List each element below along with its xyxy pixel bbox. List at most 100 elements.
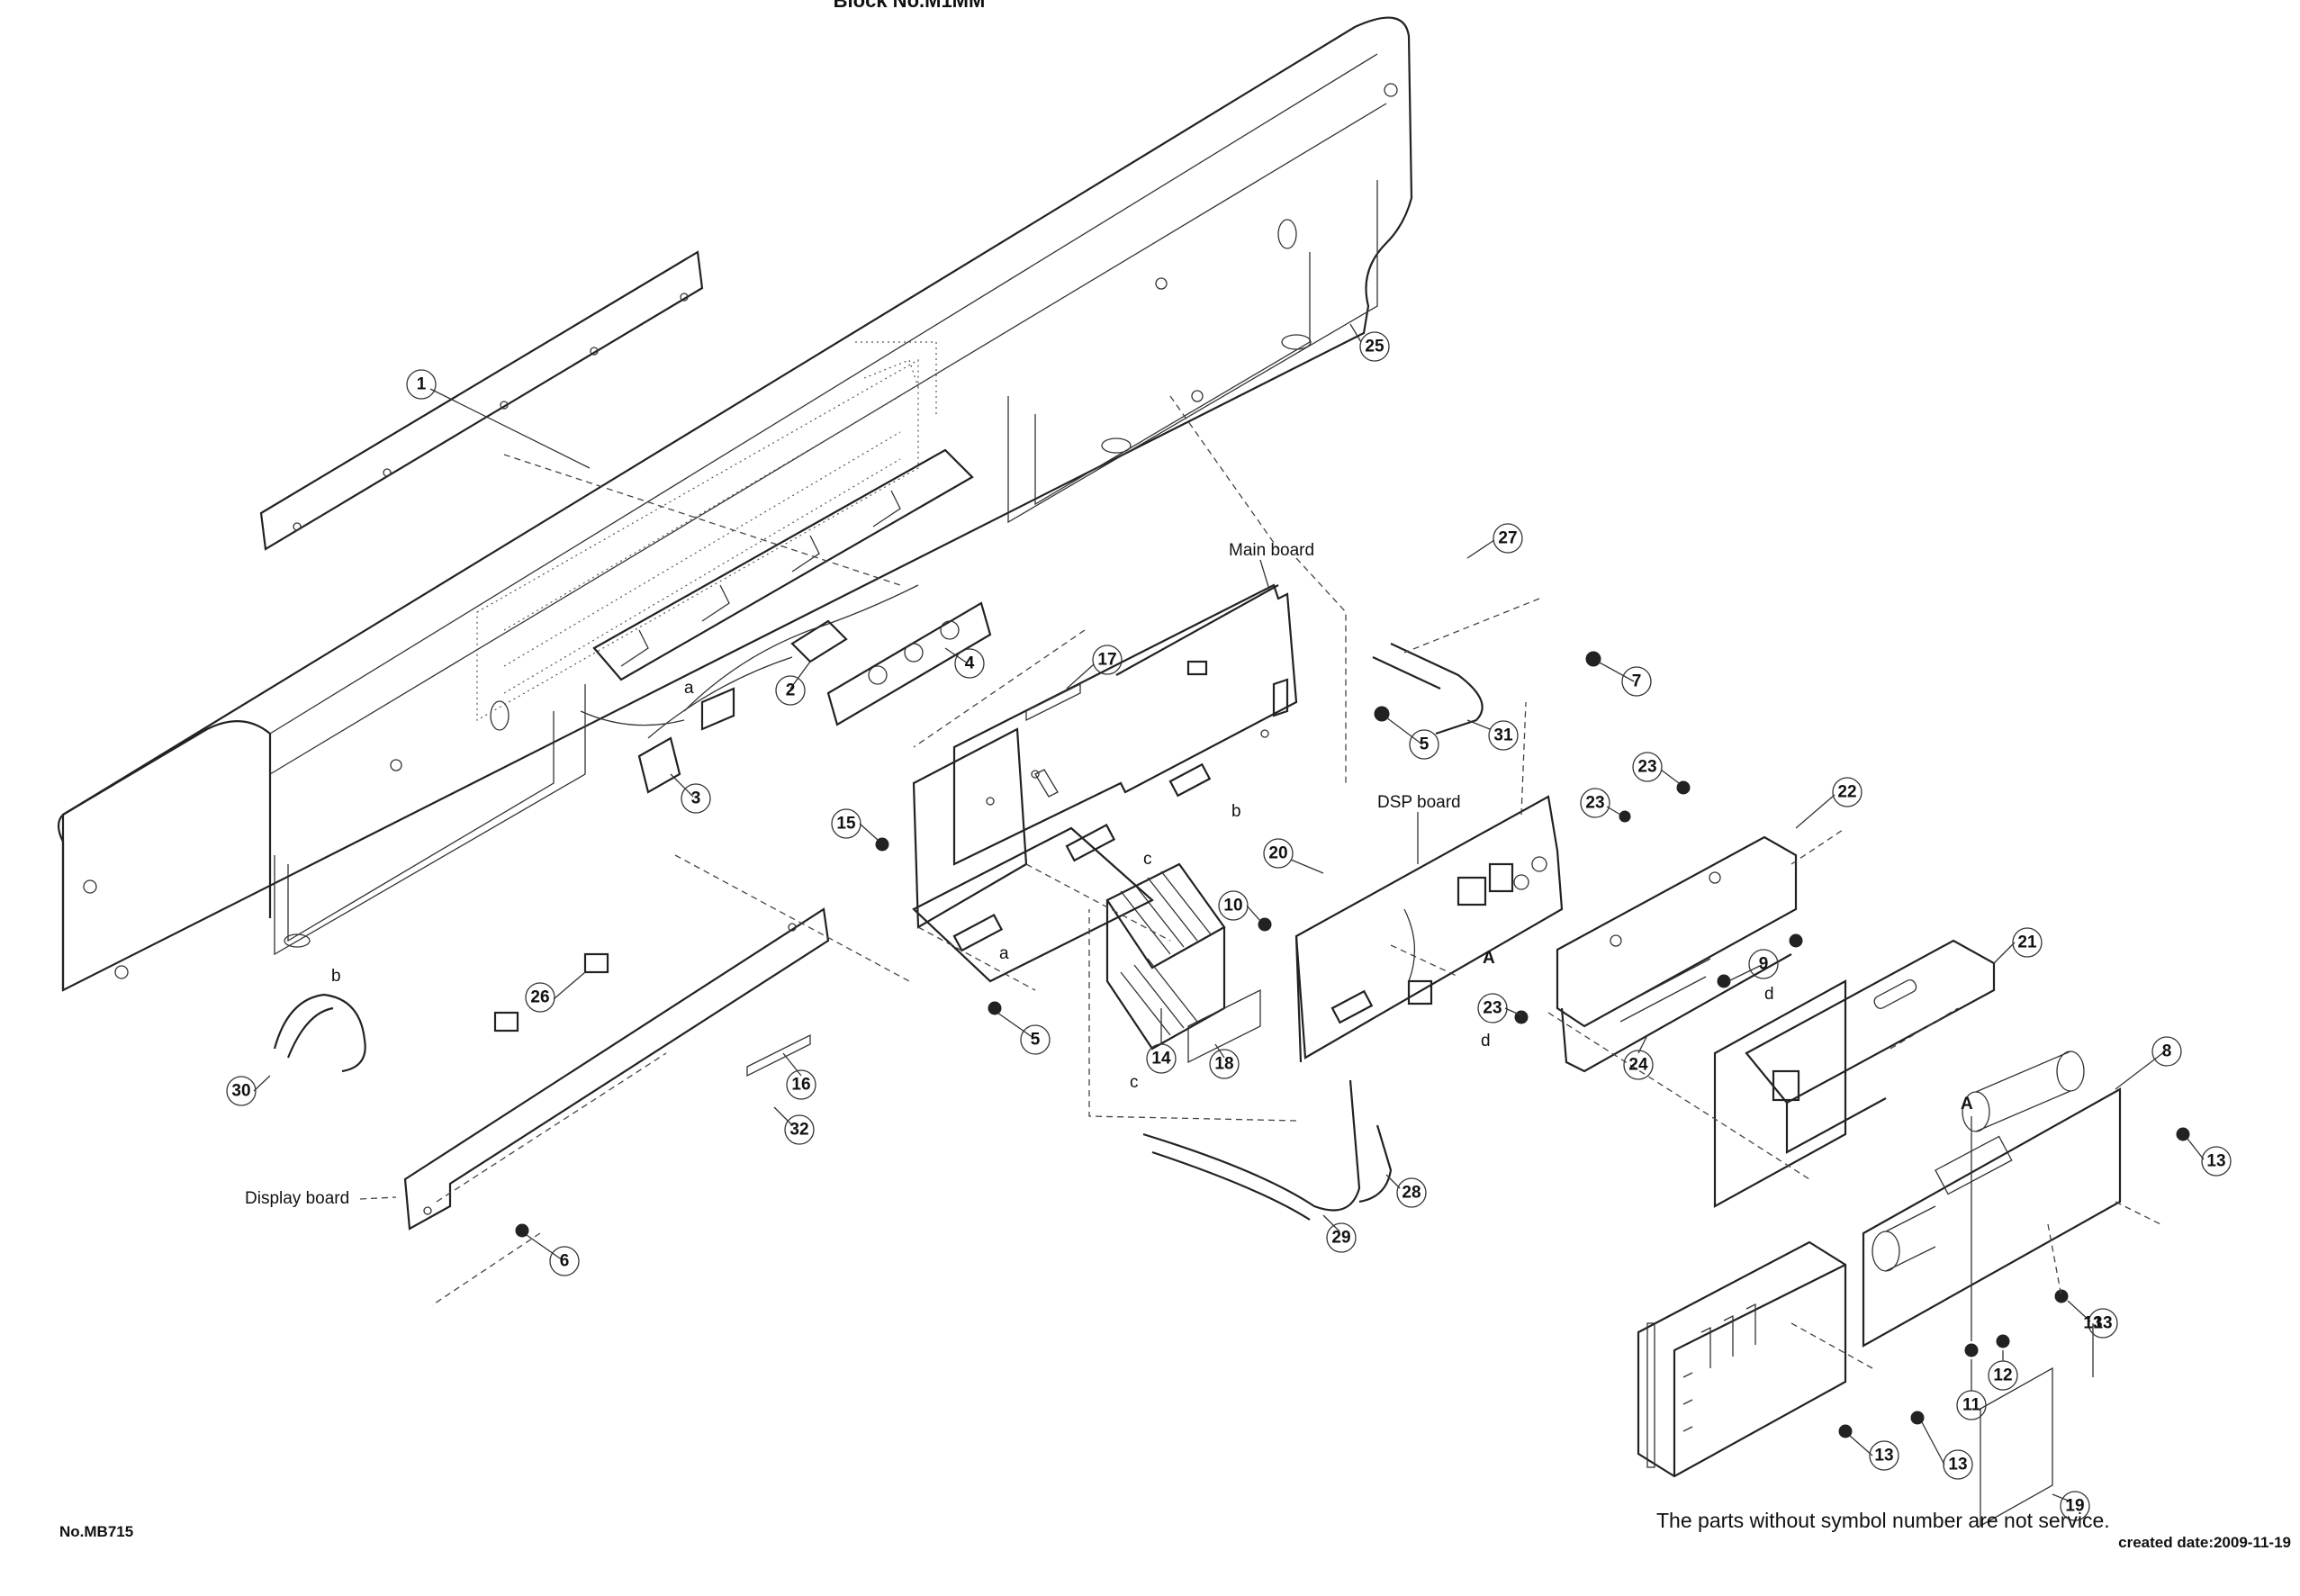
svg-text:8: 8 <box>2162 1042 2172 1061</box>
svg-text:21: 21 <box>2017 933 2037 952</box>
callout-23b: 23 <box>1580 788 1621 818</box>
svg-text:c: c <box>1143 850 1152 869</box>
callout-12: 12 <box>1988 1350 2018 1391</box>
svg-text:23: 23 <box>1483 999 1502 1018</box>
power-supply-unit <box>1637 1240 1847 1478</box>
svg-text:25: 25 <box>1365 338 1385 356</box>
callout-32: 32 <box>773 1106 815 1145</box>
callout-5b: 5 <box>997 1012 1051 1055</box>
callout-21: 21 <box>1993 927 2043 964</box>
svg-text:23: 23 <box>1637 758 1656 777</box>
svg-text:b: b <box>331 967 341 986</box>
display-board-label: Display board <box>245 1189 349 1208</box>
callout-1: 1 <box>406 369 591 469</box>
svg-text:12: 12 <box>1993 1366 2012 1385</box>
callout-5a: 5 <box>1385 717 1439 760</box>
callout-26: 26 <box>525 971 586 1013</box>
callout-7: 7 <box>1597 661 1652 697</box>
svg-text:27: 27 <box>1498 529 1517 548</box>
screws <box>515 651 2190 1438</box>
frame-part-21 <box>1745 939 1996 1154</box>
svg-text:16: 16 <box>791 1076 810 1095</box>
svg-text:2: 2 <box>786 681 796 700</box>
svg-text:4: 4 <box>965 654 975 673</box>
svg-text:14: 14 <box>1151 1050 1171 1069</box>
window-strip-part-1 <box>259 250 704 551</box>
svg-text:13: 13 <box>2093 1314 2112 1333</box>
callout-14: 14 <box>1146 1008 1177 1074</box>
svg-text:18: 18 <box>1214 1055 1233 1074</box>
svg-text:13: 13 <box>2206 1152 2225 1171</box>
callout-6: 6 <box>526 1234 580 1276</box>
callout-23a: 23 <box>1632 752 1680 784</box>
callout-18: 18 <box>1209 1043 1240 1079</box>
callout-11: 11 <box>1956 1359 1987 1420</box>
plate-part-24 <box>1619 958 1847 1208</box>
created-date: created date:2009-11-19 <box>2118 1534 2291 1551</box>
callout-3: 3 <box>670 773 711 814</box>
svg-text:30: 30 <box>231 1082 250 1101</box>
flat-cables <box>273 643 1484 1221</box>
hidden-inner-assembly <box>476 341 937 722</box>
svg-text:6: 6 <box>560 1252 570 1271</box>
svg-text:1: 1 <box>417 375 427 394</box>
svg-text:13: 13 <box>2083 1314 2102 1333</box>
svg-text:c: c <box>1130 1073 1139 1092</box>
callout-19: 19 <box>2052 1491 2090 1521</box>
svg-text:19: 19 <box>2065 1497 2084 1516</box>
mounting-bracket-part-22 <box>1556 835 1798 1073</box>
callout-30: 30 <box>226 1075 271 1106</box>
svg-text:5: 5 <box>1420 735 1430 754</box>
dsp-board <box>1294 795 1564 1063</box>
svg-text:A: A <box>1483 949 1495 968</box>
svg-text:13: 13 <box>1874 1447 1893 1465</box>
callout-13d: 13 <box>1849 1435 1899 1471</box>
svg-text:28: 28 <box>1402 1184 1421 1203</box>
callout-22: 22 <box>1795 777 1863 829</box>
callout-28: 28 <box>1385 1174 1427 1208</box>
callout-16: 16 <box>782 1052 816 1100</box>
callout-23c: 23 <box>1477 993 1522 1023</box>
svg-text:A: A <box>1961 1095 1973 1114</box>
svg-text:22: 22 <box>1837 783 1856 802</box>
alignment-lines <box>431 395 2161 1369</box>
callout-29: 29 <box>1322 1214 1357 1253</box>
chassis-bracket <box>912 727 1171 991</box>
svg-text:5: 5 <box>1031 1031 1041 1050</box>
svg-text:d: d <box>1481 1032 1491 1050</box>
callout-27: 27 <box>1466 523 1523 559</box>
callout-20: 20 <box>1263 838 1324 874</box>
callouts: 1 2 3 4 5 5 6 7 8 9 10 11 12 13 13 13 13… <box>226 323 2232 1521</box>
svg-text:7: 7 <box>1632 672 1642 691</box>
callout-9: 9 <box>1727 949 1779 982</box>
svg-text:d: d <box>1764 985 1774 1004</box>
svg-text:24: 24 <box>1628 1056 1648 1075</box>
svg-text:20: 20 <box>1268 844 1287 863</box>
svg-text:13: 13 <box>1948 1456 1967 1474</box>
callout-31: 31 <box>1466 719 1519 751</box>
callout-4: 4 <box>944 647 985 679</box>
switch-cover-part-4 <box>826 601 992 726</box>
callout-10: 10 <box>1218 890 1261 922</box>
connector-part-3 <box>580 687 735 794</box>
button-assembly-part-2 <box>592 448 974 739</box>
callout-17: 17 <box>1066 645 1123 690</box>
callout-2: 2 <box>775 661 811 706</box>
callout-15: 15 <box>831 808 879 841</box>
main-board <box>952 583 1298 952</box>
svg-text:b: b <box>1231 802 1241 821</box>
callout-8: 8 <box>2115 1036 2182 1090</box>
service-note: The parts without symbol number are not … <box>1656 1509 2110 1532</box>
svg-text:29: 29 <box>1331 1229 1350 1248</box>
svg-text:a: a <box>999 944 1009 963</box>
svg-text:26: 26 <box>530 988 549 1007</box>
svg-text:3: 3 <box>691 789 701 808</box>
callout-13c: 13 <box>1921 1421 1973 1480</box>
heat-sink-part-14 <box>1105 862 1226 1050</box>
svg-text:17: 17 <box>1097 651 1116 670</box>
main-board-label: Main board <box>1229 541 1314 560</box>
callout-13a: 13 <box>2187 1138 2232 1177</box>
connector-letters: a a b b c c d d A A <box>331 679 1973 1114</box>
svg-text:31: 31 <box>1493 726 1513 745</box>
